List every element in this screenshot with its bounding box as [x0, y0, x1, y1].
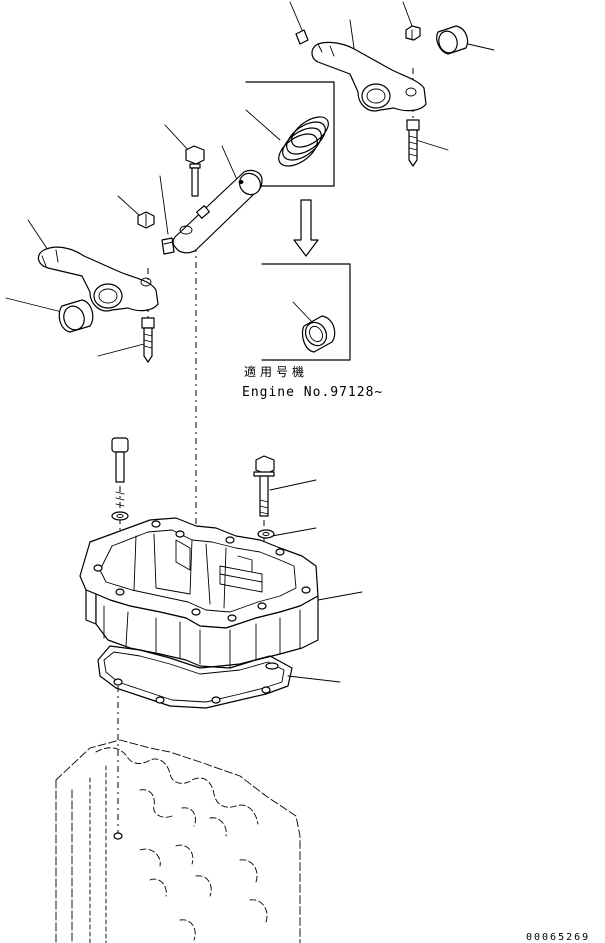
adjusting-pin-upper: [295, 29, 309, 45]
rocker-arm-lower: [37, 246, 159, 312]
adjusting-pin-left: [161, 237, 175, 255]
bushing-left: [58, 299, 94, 333]
bolt-left: [111, 437, 129, 521]
bolt-right: [253, 455, 275, 539]
nut-left: [137, 211, 155, 229]
rocker-housing: [79, 517, 319, 669]
rocker-arm-upper: [311, 41, 427, 112]
drawing-code: 00065269: [526, 932, 590, 943]
cylinder-head: [55, 739, 301, 943]
inset-box-bushing: [261, 263, 351, 361]
spring-icon: [278, 116, 329, 167]
engine-number-label: Engine No.97128~: [242, 385, 383, 400]
nut-upper: [405, 25, 421, 41]
arrow-down-icon: [293, 199, 319, 257]
rocker-shaft: [172, 169, 263, 254]
bushing-upper: [436, 25, 469, 55]
adjusting-screw-upper: [406, 119, 420, 167]
shaft-bolt: [185, 145, 205, 197]
center-lines: [117, 68, 414, 836]
inset-box-spring: [245, 81, 335, 187]
adjusting-screw-left: [141, 317, 155, 363]
leader-lines: [5, 1, 495, 683]
gasket: [97, 645, 293, 709]
bushing-icon: [301, 315, 336, 353]
applicable-serial-label: 適用号機: [244, 364, 308, 379]
